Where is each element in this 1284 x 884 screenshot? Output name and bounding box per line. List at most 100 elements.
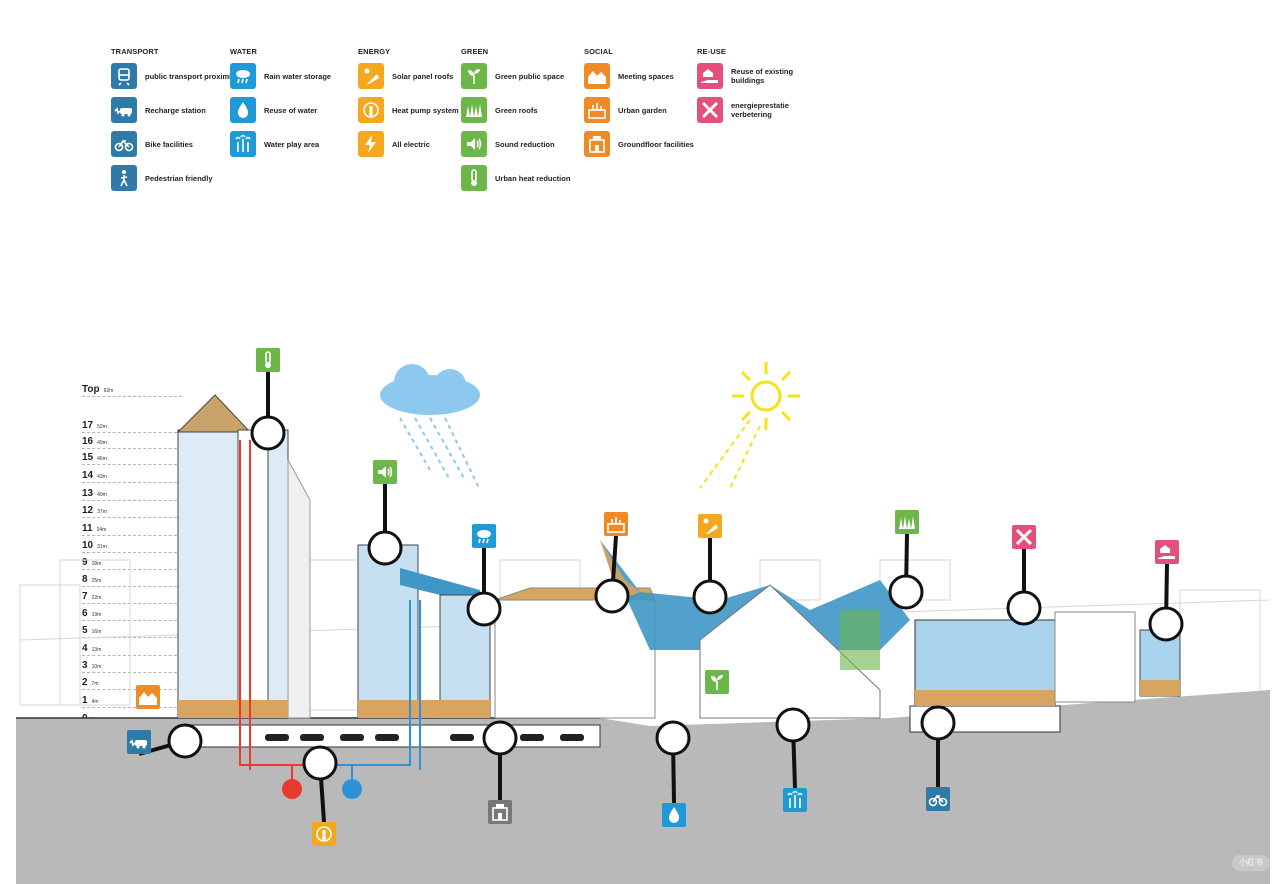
- marker-circle: [655, 720, 691, 756]
- floor-height: 31m: [97, 544, 107, 550]
- floor-number: 6: [82, 608, 88, 619]
- legend-item: Rain water storage: [230, 63, 374, 89]
- glass-building: [914, 611, 1181, 707]
- markers: [127, 348, 1184, 846]
- legend-category-title: GREEN: [461, 47, 489, 56]
- marker-circle: [1006, 590, 1042, 626]
- middle-building: [357, 544, 491, 719]
- rain-cloud-icon: [472, 524, 496, 548]
- legend-item-label: Sound reduction: [495, 139, 555, 149]
- floor-number: 10: [82, 540, 94, 551]
- floor-height: 46m: [97, 456, 107, 462]
- floor-line: [82, 689, 182, 690]
- floor-line: [82, 672, 182, 673]
- floor-number: 17: [82, 420, 94, 431]
- floor-height: 40m: [97, 492, 107, 498]
- marker-circle: [302, 745, 338, 781]
- legend-item-label: Bike facilities: [145, 139, 193, 149]
- legend-item-label: public transport proximity: [145, 71, 238, 81]
- marker-circle: [367, 530, 403, 566]
- legend-item-label: Solar panel roofs: [392, 71, 454, 81]
- marker-circle: [250, 415, 286, 451]
- lightning-icon: [358, 131, 384, 157]
- houses-icon: [136, 685, 160, 709]
- sprout-icon: [705, 670, 729, 694]
- legend-item: Green roofs: [461, 97, 605, 123]
- hot-pipe-dot: [282, 779, 302, 799]
- legend-item: Green public space: [461, 63, 605, 89]
- legend-item-label: Water play area: [264, 139, 320, 149]
- hand-house-icon: [697, 63, 723, 89]
- floor-height: 43m: [97, 474, 107, 480]
- legend-item-label: Recharge station: [145, 105, 206, 115]
- legend-item: Urban heat reduction: [461, 165, 605, 191]
- floor-number: 15: [82, 452, 94, 463]
- legend-item: Bike facilities: [111, 131, 255, 157]
- heat-pump-pipes: [239, 440, 421, 788]
- sprout-icon: [461, 63, 487, 89]
- floor-line: [82, 464, 182, 465]
- floor-height: 37m: [97, 509, 107, 515]
- floor-line: [82, 637, 182, 638]
- floor-number: 1: [82, 695, 88, 706]
- floor-number: 2: [82, 677, 88, 688]
- legend-item-label: Green roofs: [495, 105, 538, 115]
- marker-circle: [1148, 606, 1184, 642]
- floor-height: 52m: [97, 424, 107, 430]
- shop-icon: [584, 131, 610, 157]
- legend-item: public transport proximity: [111, 63, 255, 89]
- floor-height: 4m: [91, 699, 99, 705]
- floor-line: [82, 569, 182, 570]
- solar-panel-icon: [358, 63, 384, 89]
- legend-item-label: Urban garden: [618, 105, 667, 115]
- floor-height: 19m: [91, 612, 102, 618]
- train-icon: [111, 63, 137, 89]
- legend-item-label: Groundfloor facilities: [618, 139, 694, 149]
- floor-number: 8: [82, 574, 88, 585]
- legend-item-label: Urban heat reduction: [495, 173, 571, 183]
- marker-circle: [920, 705, 956, 741]
- floor-line: [82, 552, 182, 553]
- floor-line: [82, 586, 182, 587]
- legend-category-title: WATER: [230, 47, 258, 56]
- floor-height: 28m: [91, 561, 102, 567]
- floor-number: 14: [82, 470, 94, 481]
- solar-panel-icon: [698, 514, 722, 538]
- grass-icon: [895, 510, 919, 534]
- floor-height: 13m: [91, 647, 102, 653]
- floor-number: Top: [82, 384, 100, 395]
- floor-height: 25m: [91, 578, 102, 584]
- bike-icon: [111, 131, 137, 157]
- legend-item-label: All electric: [392, 139, 430, 149]
- floor-number: 7: [82, 591, 88, 602]
- legend-category-title: ENERGY: [358, 47, 391, 56]
- marker-circle: [775, 707, 811, 743]
- legend-item-label: Green public space: [495, 71, 565, 81]
- legend-item: Water play area: [230, 131, 374, 157]
- floor-number: 12: [82, 505, 94, 516]
- floor-line: [82, 432, 182, 433]
- marker-circle: [692, 579, 728, 615]
- legend-category-title: RE-USE: [697, 47, 726, 56]
- floor-line: [82, 535, 182, 536]
- floor-number: 13: [82, 488, 94, 499]
- legend-item: Meeting spaces: [584, 63, 728, 89]
- water-play-icon: [230, 131, 256, 157]
- rain-cloud-icon: [230, 63, 256, 89]
- floor-height: 22m: [91, 595, 102, 601]
- marker-circle: [888, 574, 924, 610]
- legend-item-label: Pedestrian friendly: [145, 173, 213, 183]
- legend-item: All electric: [358, 131, 502, 157]
- floor-line: [82, 482, 182, 483]
- speaker-icon: [461, 131, 487, 157]
- legend-item-label: Meeting spaces: [618, 71, 674, 81]
